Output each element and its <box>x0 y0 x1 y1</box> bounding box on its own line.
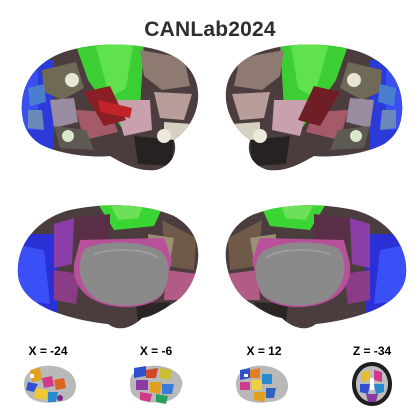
right-lateral-hemisphere <box>225 44 403 171</box>
slice-label-x-minus-24: X = -24 <box>28 344 68 358</box>
medial-wall <box>255 242 345 306</box>
left-medial-hemisphere <box>17 205 199 329</box>
left-lateral-hemisphere <box>21 44 199 171</box>
slice-x-12 <box>236 365 288 403</box>
slice-label-x-12: X = 12 <box>246 344 282 358</box>
slice-z-minus-34 <box>352 362 392 406</box>
page-title: CANLab2024 <box>144 18 276 41</box>
slice-label-z-minus-34: Z = -34 <box>352 344 392 358</box>
right-medial-hemisphere <box>225 205 407 329</box>
slice-x-minus-24 <box>24 365 76 403</box>
slice-x-minus-6 <box>130 365 183 404</box>
medial-wall <box>79 242 169 306</box>
slice-label-x-minus-6: X = -6 <box>139 344 173 358</box>
